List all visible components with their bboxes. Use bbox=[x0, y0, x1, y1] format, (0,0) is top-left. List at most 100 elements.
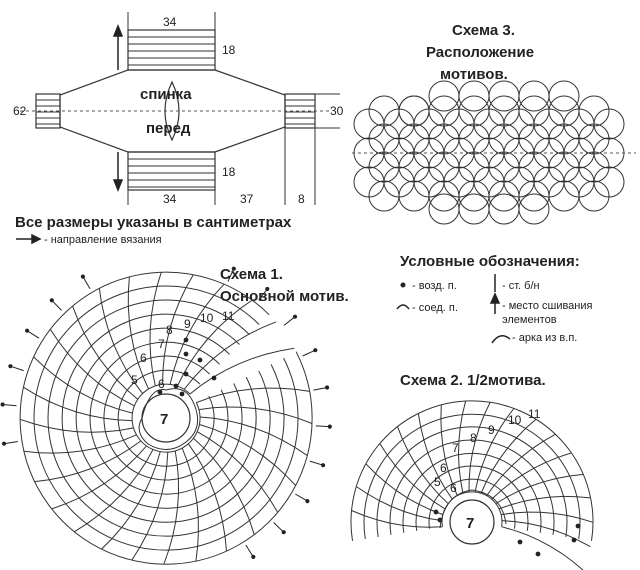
stitch-post bbox=[566, 514, 581, 519]
stitch-post bbox=[212, 406, 228, 409]
scheme1-row-10: 10 bbox=[200, 311, 214, 325]
stitch-post bbox=[507, 437, 517, 449]
chain-dot bbox=[535, 551, 541, 557]
join-arrow-head bbox=[251, 554, 256, 560]
stitch-post bbox=[173, 357, 179, 371]
stitch-post bbox=[365, 463, 376, 474]
stitch-post bbox=[196, 397, 210, 404]
scheme1-title-2: Основной мотив. bbox=[220, 288, 349, 305]
stitch-post bbox=[189, 318, 198, 332]
stitch-post bbox=[493, 474, 504, 486]
stitch-post bbox=[461, 401, 467, 415]
stitch-post bbox=[228, 308, 241, 319]
scheme2-row-6a: 6 bbox=[450, 481, 457, 495]
stitch-post bbox=[281, 439, 295, 448]
join-arrow bbox=[283, 316, 296, 326]
dim-sleeve-length: 37 bbox=[240, 192, 254, 206]
stitch-post bbox=[72, 305, 79, 320]
dim-right-cuff: 30 bbox=[330, 104, 344, 118]
stitch-post bbox=[367, 493, 380, 502]
stitch-post bbox=[514, 521, 529, 524]
stitch-post bbox=[511, 500, 525, 506]
stitch-post bbox=[74, 523, 88, 533]
stitch-post bbox=[166, 451, 169, 467]
scheme1-join-arrows bbox=[0, 266, 332, 560]
stitch-post bbox=[98, 288, 102, 303]
stitch-post bbox=[76, 363, 88, 375]
join-arrow-head bbox=[49, 298, 54, 303]
stitch-post bbox=[420, 426, 425, 441]
stitch-post bbox=[129, 440, 142, 450]
join-arrow-head bbox=[80, 274, 86, 279]
stitch-post bbox=[521, 448, 533, 458]
back-label: спинка bbox=[140, 86, 192, 103]
stitch-post bbox=[565, 534, 579, 541]
stitch-post bbox=[92, 398, 106, 406]
stitch-post bbox=[126, 389, 139, 400]
stitch-post bbox=[511, 474, 523, 483]
stitch-post bbox=[104, 474, 117, 485]
dimension-lines bbox=[127, 12, 340, 205]
stitch-post bbox=[391, 506, 404, 512]
stitch-post bbox=[379, 500, 392, 507]
stitch-post bbox=[101, 538, 113, 550]
stitch-post bbox=[438, 476, 446, 489]
stitch-post bbox=[451, 483, 458, 496]
stitch-post bbox=[105, 429, 120, 433]
stitch-post bbox=[525, 418, 537, 429]
spiral-ring bbox=[47, 299, 285, 537]
stitch-post bbox=[83, 332, 92, 347]
stitch-post bbox=[225, 433, 239, 441]
join-arrow-head bbox=[292, 314, 298, 319]
stitch-post bbox=[152, 371, 156, 386]
stitch-post bbox=[164, 465, 168, 481]
stitch-post bbox=[181, 447, 188, 462]
stitch-post bbox=[569, 473, 584, 477]
scheme3-title-3: мотивов. bbox=[440, 66, 508, 83]
stitch-post bbox=[139, 534, 148, 548]
stitch-post bbox=[236, 493, 245, 507]
stitch-post bbox=[23, 386, 37, 396]
stitch-post bbox=[294, 388, 310, 392]
stitch-post bbox=[137, 490, 146, 504]
scheme3-title-1: Схема 3. bbox=[452, 22, 515, 39]
stitch-post bbox=[77, 467, 92, 474]
stitch-post bbox=[269, 499, 279, 513]
scheme3-title-2: Расположение bbox=[426, 44, 534, 61]
stitch-post bbox=[49, 401, 63, 408]
stitch-post bbox=[133, 348, 139, 363]
stitch-post bbox=[105, 404, 119, 410]
stitch-post bbox=[19, 418, 35, 425]
stitch-post bbox=[556, 475, 570, 479]
stitch-post bbox=[49, 328, 59, 342]
dim-top-width: 34 bbox=[163, 15, 177, 29]
join-arrow-head bbox=[231, 266, 236, 271]
stitch-post bbox=[550, 495, 564, 498]
stitch-post bbox=[177, 343, 184, 358]
stitch-post bbox=[133, 381, 143, 394]
stitch-post bbox=[356, 486, 368, 495]
stitch-post bbox=[514, 529, 527, 536]
slip-stitch-icon bbox=[396, 304, 410, 310]
stitch-post bbox=[198, 407, 213, 411]
join-arrow bbox=[258, 288, 268, 301]
spiral-ring bbox=[415, 465, 529, 531]
chain-dot bbox=[157, 389, 163, 395]
stitch-post bbox=[207, 327, 219, 339]
stitch-post bbox=[236, 388, 252, 392]
stitch-post bbox=[176, 373, 185, 387]
dim-left-cuff: 62 bbox=[13, 104, 27, 118]
stitch-post bbox=[460, 480, 464, 494]
stitch-post bbox=[414, 462, 423, 475]
stitch-post bbox=[214, 493, 220, 508]
chain-dot bbox=[571, 537, 577, 543]
scheme3-motif-layout bbox=[353, 80, 625, 225]
stitch-post bbox=[513, 511, 528, 514]
stitch-post bbox=[87, 373, 99, 384]
stitch-post bbox=[149, 343, 152, 358]
stitch-post bbox=[163, 341, 168, 357]
stitch-post bbox=[269, 410, 285, 415]
stitch-post bbox=[119, 484, 131, 496]
stitch-post bbox=[221, 469, 231, 482]
stitch-post bbox=[386, 454, 396, 467]
